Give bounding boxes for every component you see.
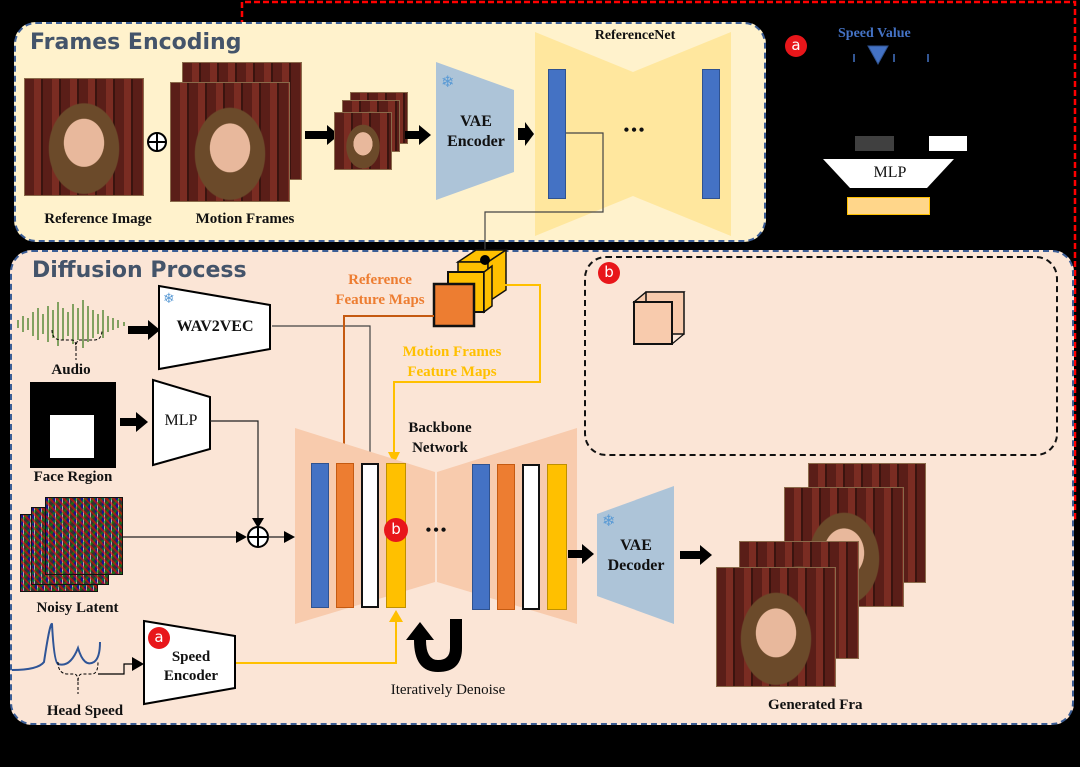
backbone-white-layer-2: [522, 464, 540, 610]
speed-to-backbone-line: [236, 610, 403, 664]
arrow-right-icon: [128, 320, 160, 340]
head-speed-label: Head Speed: [46, 703, 124, 719]
speed-mlp-block: [823, 159, 954, 188]
conditioning-connectors: [123, 325, 376, 548]
referencenet-label: ReferenceNet: [594, 28, 676, 43]
speed-token-dark: [855, 136, 894, 151]
audio-label: Audio: [51, 362, 91, 378]
backbone-yellow-layer-2: [547, 464, 567, 610]
referencenet-ellipsis: •••: [623, 122, 647, 139]
head-speed-curve-icon: [11, 622, 138, 694]
attention-detail-diagram: [632, 291, 686, 345]
generated-frame-1: [716, 567, 836, 687]
arrow-right-icon: [132, 657, 144, 671]
backbone-orange-layer-2: [497, 464, 515, 610]
speed-token-white: [929, 136, 967, 151]
backbone-ellipsis: •••: [425, 522, 449, 539]
generated-frames-label: Generated Fra: [768, 697, 863, 713]
iteratively-denoise-arrow-icon: [406, 619, 462, 672]
badge-a-top: a: [785, 35, 807, 57]
input-feature-cube: [632, 291, 686, 345]
attention-detail-panel: [584, 256, 1058, 456]
reference-image-label: Reference Image: [44, 211, 152, 227]
arrow-right-icon: [120, 412, 148, 432]
wav2vec-label: WAV2VEC: [176, 318, 254, 335]
badge-b-detail: b: [598, 262, 620, 284]
concat-plus-icon: [147, 132, 167, 152]
feature-maps-cubes: [432, 248, 509, 328]
vae-decoder-block: [597, 486, 674, 624]
speed-value-slider: [853, 45, 929, 66]
arrow-right-icon: [680, 545, 712, 565]
noisy-latent-1: [45, 497, 123, 575]
vae-decoder-label: VAE Decoder: [607, 537, 665, 574]
referencenet-blue-layer-right: [702, 69, 720, 199]
motion-frame-front: [170, 82, 290, 202]
arrow-right-icon: [518, 122, 534, 146]
audio-waveform-icon: [17, 300, 125, 360]
face-region-box: [50, 415, 94, 458]
face-mlp-block: [152, 378, 211, 467]
motion-frames-label: Motion Frames: [195, 211, 295, 227]
wav2vec-block: [158, 284, 271, 371]
reference-feature-maps-label: Reference Feature Maps: [335, 272, 425, 308]
small-frame-1: [334, 112, 392, 170]
badge-b-backbone: b: [384, 518, 408, 542]
diffusion-process-title: Diffusion Process: [32, 258, 247, 283]
backbone-network-label: Backbone Network: [408, 420, 472, 456]
backbone-orange-layer-1: [336, 463, 354, 608]
backbone-blue-layer-1: [311, 463, 329, 608]
noisy-latent-label: Noisy Latent: [36, 600, 119, 616]
vae-encoder-block: [436, 62, 514, 200]
backbone-white-layer-1: [361, 463, 379, 608]
arrow-right-icon: [405, 125, 431, 145]
referencenet-blue-layer-left: [548, 69, 566, 199]
speed-mlp-label: MLP: [873, 164, 907, 181]
slider-thumb-icon: [867, 45, 889, 66]
badge-a-speed-encoder: a: [148, 627, 170, 649]
snowflake-icon: ❄: [163, 292, 175, 307]
snowflake-icon: ❄: [602, 513, 616, 530]
frames-encoding-title: Frames Encoding: [30, 30, 242, 55]
referencenet-to-feature-line: [484, 132, 604, 260]
reference-image: [24, 78, 144, 196]
face-mlp-label: MLP: [164, 412, 198, 429]
arrow-right-icon: [568, 544, 594, 564]
motion-frames-feature-maps-label: Motion Frames Feature Maps: [402, 344, 502, 380]
iteratively-denoise-label: Iteratively Denoise: [390, 682, 506, 698]
face-region-label: Face Region: [33, 469, 113, 485]
speed-encoder-label: Speed Encoder: [163, 649, 219, 684]
backbone-blue-layer-2: [472, 464, 490, 610]
vae-encoder-label: VAE Encoder: [447, 113, 505, 150]
snowflake-icon: ❄: [441, 74, 455, 91]
speed-value-label: Speed Value: [838, 26, 911, 41]
face-region-mask: [30, 382, 116, 468]
speed-embedding-output: [847, 197, 930, 215]
arrow-right-icon: [305, 125, 339, 145]
